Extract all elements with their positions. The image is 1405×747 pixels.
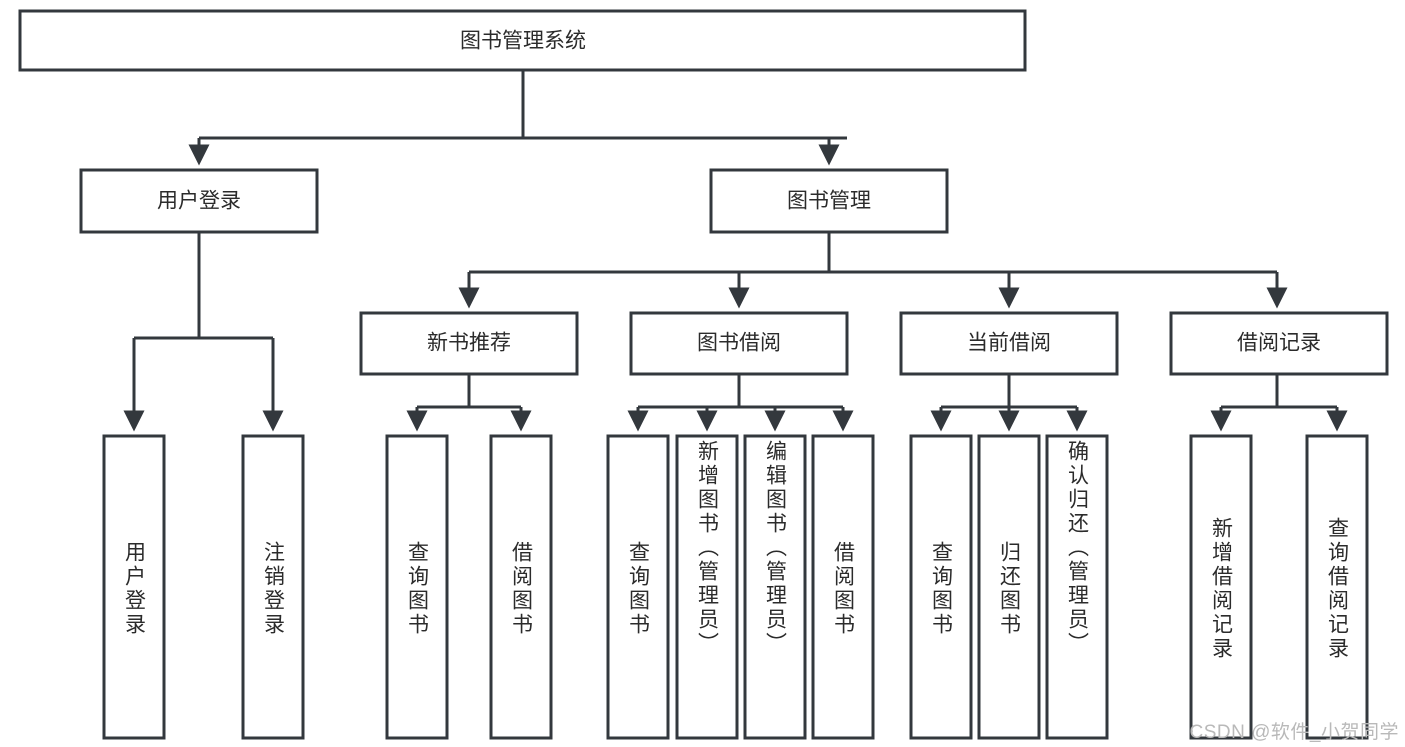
leaf-label-borrow-book-1: 借阅图书 <box>509 541 533 637</box>
connector-record-to-leaves <box>1210 374 1348 432</box>
node-current-borrow-label: 当前借阅 <box>967 332 1051 355</box>
connector-newbook-to-leaves <box>406 374 532 432</box>
leaf-box-logout[interactable] <box>241 434 305 740</box>
leaf-box-borrow-book-1[interactable] <box>489 434 553 740</box>
leaf-label-query-book-2: 查询图书 <box>626 541 650 637</box>
leaf-box-add-record[interactable] <box>1189 434 1253 740</box>
leaf-label-add-book: 新增图书（管理员） <box>695 440 719 656</box>
connector-current-to-leaves <box>930 374 1088 432</box>
connector-userlogin-to-leaves <box>123 232 284 432</box>
leaf-label-borrow-book-2: 借阅图书 <box>831 541 855 637</box>
leaf-box-query-record[interactable] <box>1305 434 1369 740</box>
leaf-label-add-record: 新增借阅记录 <box>1209 517 1233 661</box>
leaf-label-query-record: 查询借阅记录 <box>1325 517 1349 661</box>
leaf-box-query-book-2[interactable] <box>606 434 670 740</box>
node-book-borrow[interactable]: 图书借阅 <box>629 311 849 376</box>
leaf-box-user-login[interactable] <box>102 434 166 740</box>
leaf-box-add-book[interactable] <box>675 434 739 740</box>
leaf-label-user-login: 用户登录 <box>122 541 146 637</box>
connector-bookmgmt-to-level3 <box>458 232 1288 309</box>
node-root[interactable]: 图书管理系统 <box>18 9 1027 72</box>
leaf-box-borrow-book-2[interactable] <box>811 434 875 740</box>
leaf-label-query-book-3: 查询图书 <box>929 541 953 637</box>
leaf-label-query-book-1: 查询图书 <box>405 541 429 637</box>
connector-borrow-to-leaves <box>627 374 854 432</box>
leaf-box-confirm-return[interactable] <box>1045 434 1109 740</box>
node-new-book-recommend-label: 新书推荐 <box>427 332 511 355</box>
connector-root-to-level2 <box>188 70 847 166</box>
node-user-login-label: 用户登录 <box>157 190 241 213</box>
leaf-label-logout: 注销登录 <box>261 541 285 637</box>
node-borrow-record-label: 借阅记录 <box>1237 332 1321 355</box>
node-current-borrow[interactable]: 当前借阅 <box>899 311 1119 376</box>
leaf-box-edit-book[interactable] <box>743 434 807 740</box>
leaf-box-return-book[interactable] <box>977 434 1041 740</box>
node-book-management-label: 图书管理 <box>787 190 871 213</box>
watermark-text: CSDN @软件_小贺同学 <box>1189 722 1399 743</box>
leaf-box-query-book-1[interactable] <box>385 434 449 740</box>
node-root-label: 图书管理系统 <box>460 30 586 53</box>
leaf-label-return-book: 归还图书 <box>997 541 1021 637</box>
node-borrow-record[interactable]: 借阅记录 <box>1169 311 1389 376</box>
leaf-label-edit-book: 编辑图书（管理员） <box>763 440 787 656</box>
node-book-borrow-label: 图书借阅 <box>697 332 781 355</box>
node-user-login[interactable]: 用户登录 <box>79 168 319 234</box>
node-book-management[interactable]: 图书管理 <box>709 168 949 234</box>
node-new-book-recommend[interactable]: 新书推荐 <box>359 311 579 376</box>
leaf-label-confirm-return: 确认归还（管理员） <box>1065 440 1089 656</box>
leaf-box-query-book-3[interactable] <box>909 434 973 740</box>
